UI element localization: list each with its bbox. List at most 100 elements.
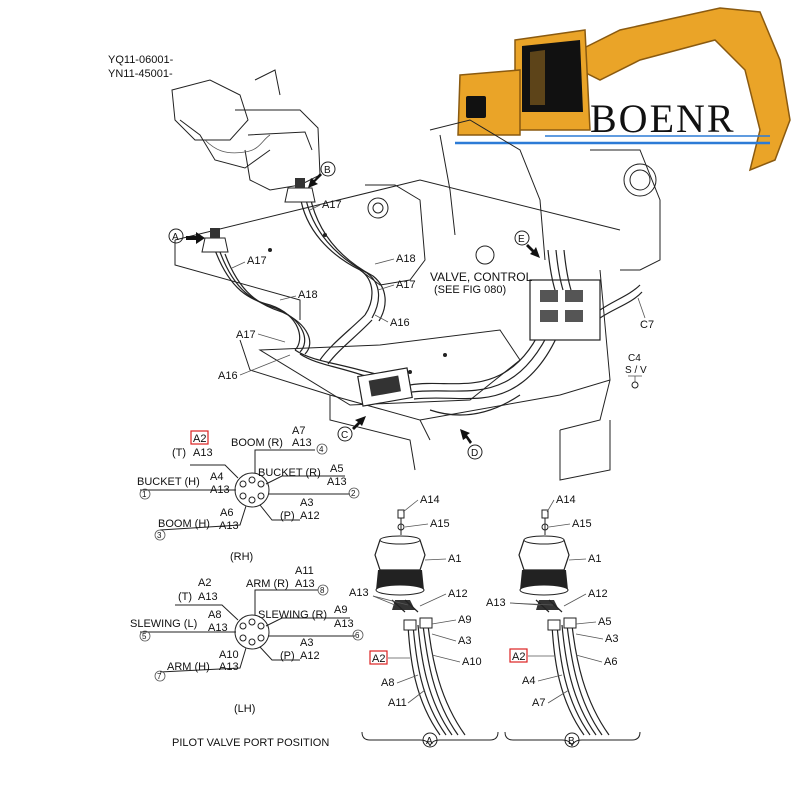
- rh-n1: 1: [142, 490, 147, 499]
- detB-a2: A2: [512, 651, 525, 663]
- lh-armh-a13: A13: [219, 661, 239, 673]
- detB-a5: A5: [598, 616, 611, 628]
- lh-t-label: (T): [178, 591, 192, 603]
- detail-a: A14 A15 A1 A13 A12 A9 A3 A2 A10 A8 A11: [349, 494, 482, 736]
- callout-e: E: [518, 234, 525, 245]
- detB-a15: A15: [572, 518, 592, 530]
- brand-name: BOENR: [590, 96, 736, 141]
- detA-a8: A8: [381, 677, 394, 689]
- lh-port-diagram: A2 (T) A13 A11 ARM (R) A13 8 A9 SLEWING …: [130, 565, 364, 715]
- rh-n3: 3: [157, 531, 162, 540]
- part-c7: C7: [640, 319, 654, 331]
- detA-a11: A11: [388, 697, 407, 709]
- detail-a-label: A: [426, 736, 433, 747]
- detB-a6: A6: [604, 656, 617, 668]
- callouts: A B C D E: [168, 161, 540, 460]
- rh-p-a3: A3: [300, 497, 313, 509]
- callout-d: D: [471, 448, 478, 459]
- detA-a15: A15: [430, 518, 450, 530]
- lh-slewr-a13: A13: [334, 618, 354, 630]
- main-view-labels: A17 A17 A18 A18 A17 A16 A17 A16 VALVE, C…: [218, 199, 654, 389]
- detA-a14: A14: [420, 494, 440, 506]
- rh-boomh-a6: A6: [220, 507, 233, 519]
- hose-bundles: [201, 178, 643, 416]
- rh-bucketr-code: A5: [330, 463, 343, 475]
- detA-a13: A13: [349, 587, 369, 599]
- valve-note-2: (SEE FIG 080): [434, 284, 506, 296]
- detA-a2: A2: [372, 653, 385, 665]
- lh-slewr-code: A9: [334, 604, 347, 616]
- lh-n7: 7: [157, 672, 162, 681]
- rh-boomh-a13: A13: [219, 520, 239, 532]
- rh-bucketh-a4: A4: [210, 471, 223, 483]
- lh-n6: 6: [355, 631, 360, 640]
- lh-p-a3: A3: [300, 637, 313, 649]
- lh-armr: ARM (R): [246, 578, 289, 590]
- detB-a7: A7: [532, 697, 545, 709]
- lh-caption: (LH): [234, 703, 255, 715]
- rh-bucketh-a13: A13: [210, 484, 230, 496]
- part-a16-1: A16: [390, 317, 410, 329]
- rh-p-a12: A12: [300, 510, 320, 522]
- rh-t-a13: A13: [193, 447, 213, 459]
- callout-a: A: [172, 232, 179, 243]
- lh-slewl: SLEWING (L): [130, 618, 197, 630]
- lh-armh-a10: A10: [219, 649, 239, 661]
- detB-a4: A4: [522, 675, 535, 687]
- part-a17-3: A17: [396, 279, 416, 291]
- brand-logo: BOENR: [455, 7, 791, 172]
- detB-a1: A1: [588, 553, 601, 565]
- lh-slewr: SLEWING (R): [258, 609, 327, 621]
- lh-a8: A8: [208, 609, 221, 621]
- operator-seat: [171, 69, 321, 191]
- part-a17-1: A17: [322, 199, 342, 211]
- footer: PILOT VALVE PORT POSITION A B: [172, 731, 641, 749]
- rh-bucketh: BUCKET (H): [137, 476, 200, 488]
- rh-n2: 2: [351, 489, 356, 498]
- lh-n5: 5: [142, 632, 147, 641]
- serial-1: YQ11-06001-: [108, 54, 174, 66]
- lh-armr-a13: A13: [295, 578, 315, 590]
- rh-n4: 4: [319, 445, 324, 454]
- rh-bucketr-a13: A13: [327, 476, 347, 488]
- detB-a12: A12: [588, 588, 608, 600]
- lh-t-a13: A13: [198, 591, 218, 603]
- detA-a10: A10: [462, 656, 482, 668]
- rh-t-label: (T): [172, 447, 186, 459]
- serial-2: YN11-45001-: [108, 68, 173, 80]
- lh-p-label: (P): [280, 650, 295, 662]
- detB-a3: A3: [605, 633, 618, 645]
- rh-boomr-a13: A13: [292, 437, 312, 449]
- rh-boomr-code: A7: [292, 425, 305, 437]
- rh-boomh: BOOM (H): [158, 518, 210, 530]
- part-a16-2: A16: [218, 370, 238, 382]
- callout-c: C: [341, 430, 348, 441]
- detA-a1: A1: [448, 553, 461, 565]
- part-a17-4: A17: [236, 329, 256, 341]
- rh-boomr: BOOM (R): [231, 437, 283, 449]
- lh-t-a2: A2: [198, 577, 211, 589]
- detB-a14: A14: [556, 494, 576, 506]
- rh-p-label: (P): [280, 510, 295, 522]
- detB-a13: A13: [486, 597, 506, 609]
- lh-n8: 8: [320, 586, 325, 595]
- sv-c4: C4: [628, 353, 641, 364]
- detail-b-label: B: [568, 736, 575, 747]
- detail-b: A14 A15 A1 A13 A12 A5 A3 A2 A6 A4 A7: [486, 494, 618, 736]
- sv-label: S / V: [625, 365, 647, 376]
- lh-armh: ARM (H): [167, 661, 210, 673]
- rh-t-top: A2: [193, 433, 206, 445]
- part-a18-2: A18: [298, 289, 318, 301]
- callout-b: B: [324, 165, 331, 176]
- rh-port-diagram: A2 (T) A13 A7 BOOM (R) A13 4 A5 BUCKET (…: [137, 425, 360, 563]
- footer-title: PILOT VALVE PORT POSITION: [172, 737, 329, 749]
- valve-note-1: VALVE, CONTROL: [430, 270, 533, 284]
- detA-a3: A3: [458, 635, 471, 647]
- lh-p-a12: A12: [300, 650, 320, 662]
- rh-bucketr: BUCKET (R): [258, 467, 321, 479]
- lh-armr-code: A11: [295, 565, 314, 577]
- detA-a12: A12: [448, 588, 468, 600]
- part-a17-2: A17: [247, 255, 267, 267]
